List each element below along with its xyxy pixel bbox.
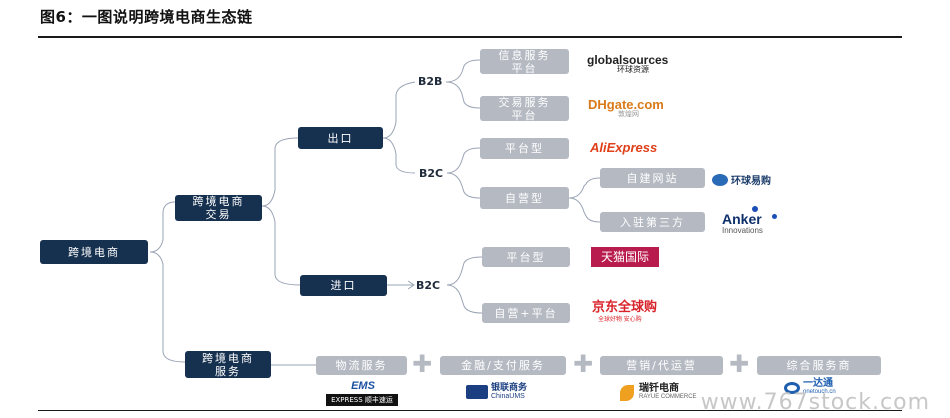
export-node: 出口 — [298, 127, 383, 149]
leaf-icon — [620, 385, 634, 401]
bottom-rule — [38, 410, 902, 411]
b2c-import-label: B2C — [416, 279, 441, 292]
import-platform-node: 平台型 — [482, 247, 570, 267]
aliexpress-logo: AliExpress — [590, 140, 658, 155]
dhgate-logo: DHgate.com 敦煌网 — [588, 97, 664, 118]
ruiqian-logo: 瑞钎电商 RAYUE COMMERCE — [620, 384, 697, 402]
dots-icon — [772, 214, 777, 219]
platform-type-node: 平台型 — [480, 138, 569, 159]
import-self-node: 自营+平台 — [482, 303, 570, 323]
service-marketing: 营销/代运营 — [600, 356, 723, 375]
self-type-node: 自营型 — [480, 187, 569, 209]
trade-node: 跨境电商 交易 — [175, 195, 262, 221]
third-party-node: 入驻第三方 — [600, 212, 705, 232]
service-comprehensive: 综合服务商 — [757, 356, 881, 375]
yidatong-logo: 一达通 onetouch.cn — [784, 379, 836, 397]
ems-logo: EMS — [351, 380, 375, 392]
swirl-icon — [784, 382, 800, 394]
watermark: www.767stock.com — [700, 390, 930, 415]
huanqiu-logo: 环球易购 — [712, 172, 771, 187]
sf-logo: EXPRESS 顺丰速运 — [326, 394, 398, 406]
top-rule — [38, 36, 902, 38]
b2b-label: B2B — [418, 75, 443, 88]
trade-platform-node: 交易服务 平台 — [480, 96, 569, 122]
dots-icon — [752, 206, 758, 212]
self-site-node: 自建网站 — [600, 168, 705, 188]
import-node: 进口 — [300, 275, 387, 296]
info-platform-node: 信息服务 平台 — [480, 49, 569, 75]
plus-icon: ✚ — [412, 350, 433, 378]
globalsources-logo: globalsources 环球资源 — [587, 53, 669, 74]
yinlian-logo: 银联商务 ChinaUMS — [466, 383, 527, 401]
plus-icon: ✚ — [729, 350, 750, 378]
figure-title: 图6：一图说明跨境电商生态链 — [40, 8, 253, 26]
service-logistics: 物流服务 — [316, 356, 407, 375]
b2c-export-label: B2C — [419, 167, 444, 180]
jd-logo: 京东全球购 全球好物 安心购 — [592, 300, 658, 323]
anker-logo: Anker Innovations — [722, 206, 777, 236]
tmall-logo: 天猫国际 — [591, 247, 659, 267]
service-node: 跨境电商 服务 — [185, 351, 271, 378]
root-node: 跨境电商 — [40, 240, 148, 264]
globe-icon — [712, 173, 728, 186]
plus-icon: ✚ — [573, 350, 594, 378]
service-finance: 金融/支付服务 — [440, 356, 566, 375]
chinaums-icon — [466, 385, 488, 399]
